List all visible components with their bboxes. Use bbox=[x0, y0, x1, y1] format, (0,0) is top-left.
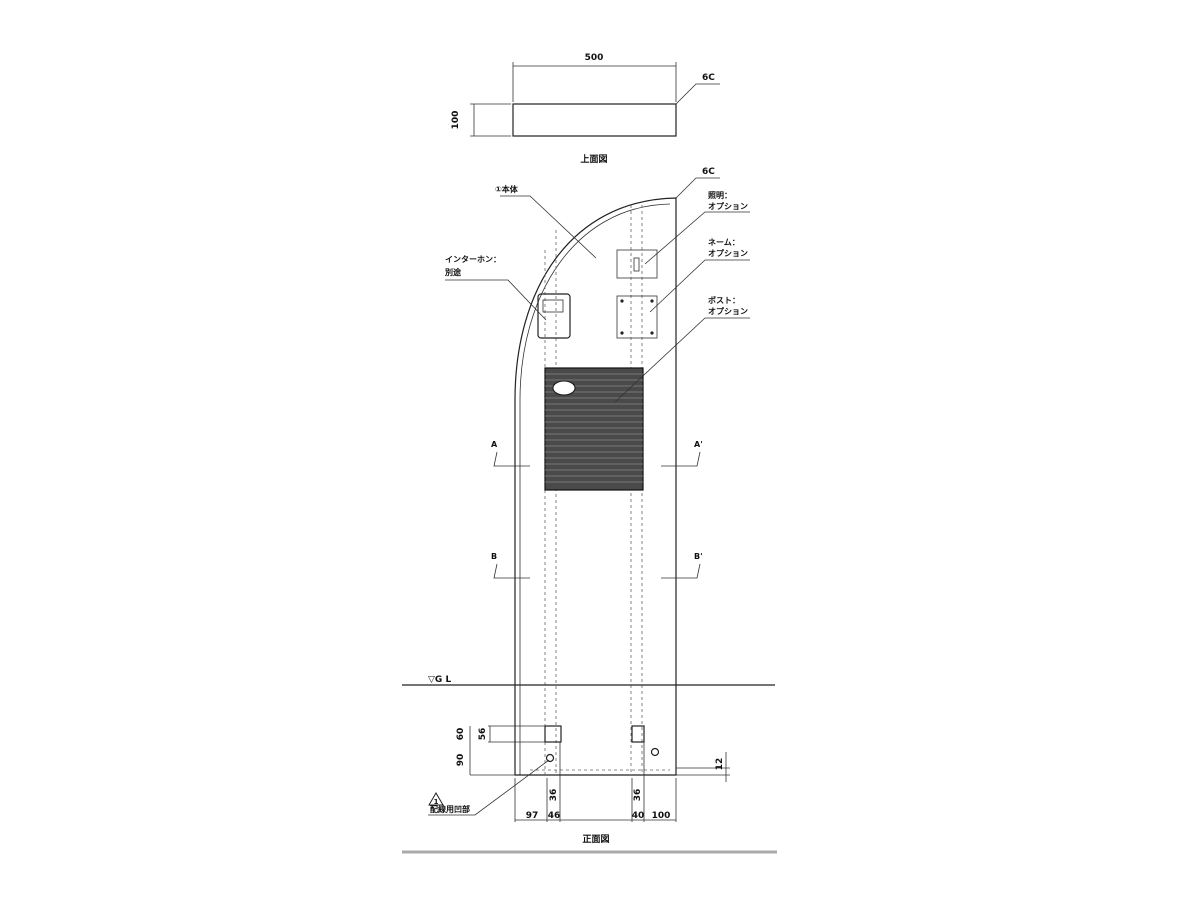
top-view-caption: 上面図 bbox=[580, 153, 607, 165]
recess-right bbox=[631, 725, 645, 743]
dim-90: 90 bbox=[456, 754, 466, 767]
post-slats bbox=[545, 373, 643, 483]
dim-36-left: 36 bbox=[549, 789, 559, 802]
light-slot bbox=[633, 257, 640, 272]
body-label: ①本体 bbox=[495, 184, 519, 194]
dim-97: 97 bbox=[526, 811, 539, 821]
top-view: 500 100 6C 上面図 bbox=[451, 53, 720, 165]
intercom-label-2: 別途 bbox=[444, 267, 462, 277]
name-plate bbox=[616, 295, 658, 339]
front-view-caption: 正面図 bbox=[582, 834, 609, 845]
dim-36-right: 36 bbox=[633, 789, 643, 802]
top-depth-dim: 100 bbox=[451, 111, 461, 130]
wiring-hole-left bbox=[545, 753, 555, 763]
dim-60: 60 bbox=[456, 728, 466, 741]
post-label-1: ポスト： bbox=[708, 295, 740, 305]
intercom-box bbox=[537, 293, 571, 339]
post-lock bbox=[552, 380, 576, 396]
top-view-outline bbox=[512, 103, 677, 137]
note-label: 配線用凹部 bbox=[430, 804, 470, 814]
dim-12: 12 bbox=[715, 758, 725, 771]
recess-left bbox=[544, 725, 562, 743]
intercom-label-1: インターホン： bbox=[445, 254, 501, 264]
section-a2-label: A' bbox=[694, 440, 703, 449]
section-b2-label: B' bbox=[694, 552, 703, 561]
body-outline bbox=[514, 197, 677, 776]
dim-56: 56 bbox=[478, 728, 488, 741]
front-view: 6C ①本体 インターホン： 別途 照明： オプション ネーム： オプション bbox=[402, 167, 777, 854]
section-b-label: B bbox=[491, 552, 497, 561]
light-label-2: オプション bbox=[708, 201, 748, 211]
front-chamfer-label: 6C bbox=[702, 167, 715, 177]
dim-46: 46 bbox=[548, 811, 561, 821]
top-width-dim: 500 bbox=[585, 53, 604, 63]
intercom-window bbox=[542, 299, 564, 313]
section-a-label: A bbox=[491, 440, 498, 449]
wiring-hole-right bbox=[650, 747, 660, 757]
dim-100: 100 bbox=[652, 811, 671, 821]
name-label-2: オプション bbox=[708, 248, 748, 258]
note-marker: 1 bbox=[434, 798, 439, 806]
ground-line-label: ▽G L bbox=[428, 675, 451, 685]
dim-40: 40 bbox=[632, 811, 645, 821]
post-label-2: オプション bbox=[708, 306, 748, 316]
light-label-1: 照明： bbox=[708, 191, 732, 200]
light-box bbox=[616, 249, 658, 279]
top-chamfer-label: 6C bbox=[702, 73, 715, 83]
note-triangle bbox=[428, 792, 444, 806]
name-label-1: ネーム： bbox=[708, 237, 740, 247]
